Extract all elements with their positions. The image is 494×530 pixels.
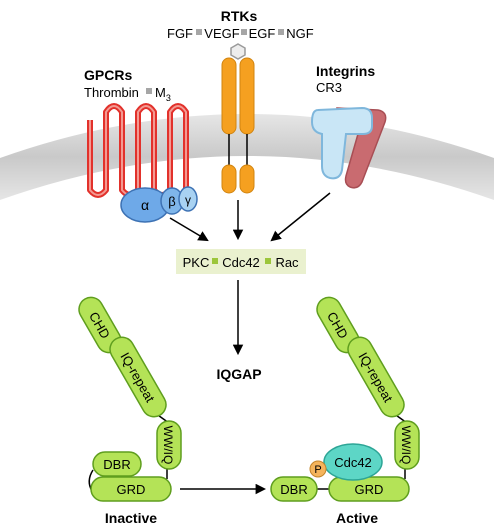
gpcr-receptor: α β γ (87, 103, 198, 223)
iqgap-active: CHD IQ-repeat WW/IQ DBR GRD Cdc42 P (270, 296, 420, 502)
active-dbr-label: DBR (280, 482, 307, 497)
rtk-right-ectodomain (239, 57, 255, 135)
active-ww-iq-label: WW/IQ (399, 426, 413, 465)
inactive-state-label: Inactive (105, 510, 157, 526)
active-cdc42-bound (323, 443, 383, 481)
inactive-dbr-domain (92, 451, 142, 477)
gpcr-ligand-m3: M3 (155, 85, 171, 103)
active-ww-iq-domain: WW/IQ (394, 420, 420, 470)
active-iq-repeat-domain: IQ-repeat (347, 336, 405, 418)
arrow-gpcr-to-signals (169, 217, 209, 242)
inactive-ww-iq-label: WW/IQ (161, 426, 175, 465)
rtk-ligand-separator (196, 29, 202, 35)
integrin-receptor (310, 106, 387, 189)
active-dbr-domain (270, 476, 318, 502)
signal-cdc42: Cdc42 (222, 255, 260, 270)
g-gamma-label: γ (185, 193, 191, 207)
g-beta-label: β (168, 194, 175, 209)
rtks-title: RTKs (221, 8, 258, 24)
rtk-ligand-list: FGF VEGF EGF NGF (167, 26, 314, 41)
active-cdc42-label: Cdc42 (334, 455, 372, 470)
signal-molecules-box (176, 249, 306, 274)
inactive-chd-domain: CHD (78, 296, 122, 354)
iqgap-label: IQGAP (216, 366, 261, 382)
signal-pkc: PKC (183, 255, 210, 270)
gpcrs-title: GPCRs (84, 67, 132, 83)
rtk-ligand-separator (278, 29, 284, 35)
phosphorylation-site (309, 460, 327, 478)
g-gamma-subunit (178, 186, 198, 212)
inactive-ww-iq-domain: WW/IQ (156, 420, 182, 470)
integrins-title: Integrins (316, 63, 375, 79)
active-grd-label: GRD (355, 482, 384, 497)
gpcr-ligand-separator (146, 88, 152, 94)
rtk-ligand-hexagon (230, 43, 246, 60)
active-state-label: Active (336, 510, 378, 526)
gpcr-ligand-thrombin: Thrombin (84, 85, 139, 100)
inactive-grd-label: GRD (117, 482, 146, 497)
inactive-grd-domain (90, 476, 172, 502)
rtk-ligand-fgf: FGF (167, 26, 193, 41)
phosphorylation-label: P (314, 464, 321, 476)
rtk-receptor (221, 43, 255, 194)
rtk-ligand-separator (241, 29, 247, 35)
rtk-ligand-ngf: NGF (286, 26, 314, 41)
inactive-dbr-label: DBR (103, 457, 130, 472)
inactive-iq-repeat-domain: IQ-repeat (109, 336, 167, 418)
signal-separator (265, 258, 271, 264)
integrin-alpha-subunit (310, 106, 373, 180)
rtk-ligand-vegf: VEGF (204, 26, 239, 41)
integrins-subtitle: CR3 (316, 80, 342, 95)
rtk-left-ectodomain (221, 57, 237, 135)
rtk-ligand-egf: EGF (249, 26, 276, 41)
signal-separator (212, 258, 218, 264)
signal-rac: Rac (275, 255, 299, 270)
rtk-left-kinase (221, 164, 237, 194)
g-alpha-label: α (141, 197, 149, 213)
rtk-right-kinase (239, 164, 255, 194)
iqgap-inactive: CHD IQ-repeat WW/IQ DBR GRD (78, 296, 182, 502)
arrow-integrin-to-signals (270, 192, 331, 242)
